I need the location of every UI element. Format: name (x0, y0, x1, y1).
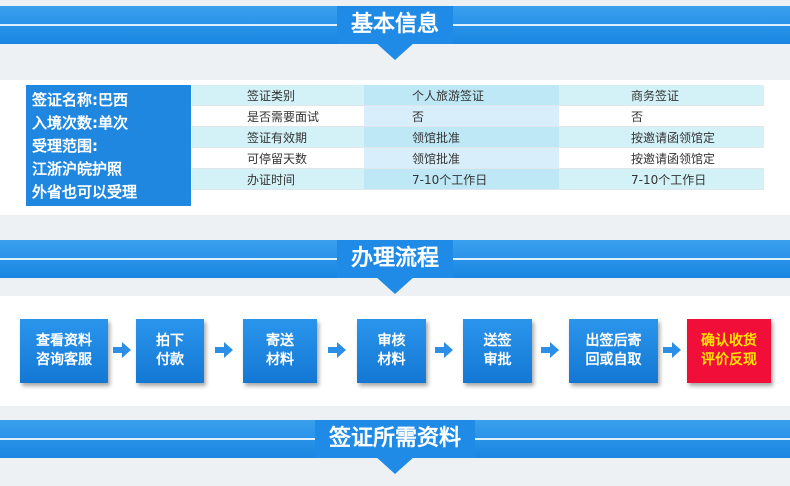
header-notch (375, 42, 415, 60)
section-title: 签证所需资料 (314, 420, 476, 458)
summary-line: 签证名称:巴西 (32, 91, 128, 109)
section-title: 办理流程 (336, 240, 454, 278)
summary-line: 受理范围: (32, 137, 98, 155)
step-line: 审批 (483, 352, 512, 368)
step-review-materials: 审核 材料 (357, 319, 426, 383)
section-title: 基本信息 (336, 6, 454, 44)
table-row: 可停留天数 领馆批准 按邀请函领馆定 (192, 147, 764, 169)
header-notch (375, 456, 415, 474)
table-cell: 签证类别 (192, 85, 364, 106)
table-cell: 7-10个工作日 (559, 168, 764, 190)
step-line: 评价反现 (701, 352, 757, 368)
step-submit-approval: 送签 审批 (463, 319, 532, 383)
table-row: 签证类别 个人旅游签证 商务签证 (192, 85, 764, 106)
step-line: 材料 (377, 352, 406, 368)
step-return-or-pickup: 出签后寄 回或自取 (569, 319, 658, 383)
step-view-info: 查看资料 咨询客服 (20, 319, 108, 383)
step-line: 确认收货 (701, 333, 757, 349)
table-cell: 否 (364, 105, 559, 127)
table-cell: 7-10个工作日 (364, 168, 559, 190)
arrow-right-icon (541, 342, 559, 358)
table-cell: 领馆批准 (364, 147, 559, 169)
step-line: 付款 (156, 352, 184, 368)
arrow-right-icon (328, 342, 346, 358)
table-cell: 是否需要面试 (192, 105, 364, 127)
table-row: 签证有效期 领馆批准 按邀请函领馆定 (192, 126, 764, 148)
arrow-right-icon (435, 342, 453, 358)
section-header-basic-info: 基本信息 (0, 6, 790, 60)
visa-summary-box: 签证名称:巴西 入境次数:单次 受理范围: 江浙沪皖护照 外省也可以受理 (26, 85, 191, 206)
table-cell: 否 (559, 105, 764, 127)
step-line: 寄送 (266, 333, 294, 349)
step-line: 出签后寄 (585, 333, 642, 349)
section-header-process: 办理流程 (0, 240, 790, 294)
table-cell: 个人旅游签证 (364, 85, 559, 106)
summary-line: 江浙沪皖护照 (32, 160, 123, 178)
step-line: 审核 (377, 333, 406, 349)
arrow-right-icon (113, 342, 131, 358)
step-line: 咨询客服 (36, 352, 92, 368)
table-cell: 商务签证 (559, 85, 764, 106)
summary-line: 外省也可以受理 (32, 183, 138, 201)
table-cell: 按邀请函领馆定 (559, 126, 764, 148)
step-line: 回或自取 (585, 352, 642, 368)
step-confirm-and-review: 确认收货 评价反现 (687, 319, 771, 383)
step-line: 查看资料 (36, 333, 92, 349)
table-cell: 可停留天数 (192, 147, 364, 169)
table-cell: 按邀请函领馆定 (559, 147, 764, 169)
summary-line: 入境次数:单次 (32, 114, 128, 132)
step-pay: 拍下 付款 (136, 319, 204, 383)
header-notch (375, 276, 415, 294)
table-cell: 办证时间 (192, 168, 364, 190)
table-cell: 签证有效期 (192, 126, 364, 148)
step-line: 拍下 (156, 333, 184, 349)
arrow-right-icon (215, 342, 233, 358)
table-row: 办证时间 7-10个工作日 7-10个工作日 (192, 168, 764, 190)
step-line: 材料 (266, 352, 294, 368)
step-line: 送签 (483, 333, 512, 349)
table-cell: 领馆批准 (364, 126, 559, 148)
step-send-materials: 寄送 材料 (243, 319, 317, 383)
arrow-right-icon (663, 342, 681, 358)
section-header-required-docs: 签证所需资料 (0, 420, 790, 474)
table-row: 是否需要面试 否 否 (192, 105, 764, 127)
visa-info-table: 签证类别 个人旅游签证 商务签证 是否需要面试 否 否 签证有效期 领馆批准 按… (192, 85, 764, 190)
